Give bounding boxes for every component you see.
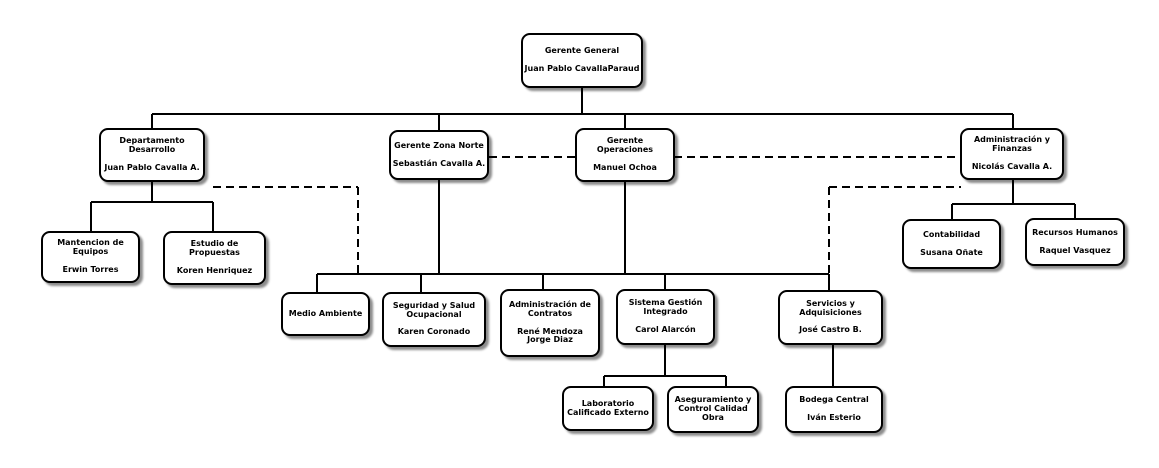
node-title: Seguridad y Salud Ocupacional [392,300,476,319]
node-title: Servicios y Adquisiciones [799,298,862,317]
node-person: Manuel Ochoa [593,162,657,172]
node-person: Juan Pablo CavallaParaud [524,64,640,73]
node-administracion-finanzas[interactable]: Administración y Finanzas Nicolás Cavall… [960,128,1064,180]
node-title: Recursos Humanos [1032,227,1118,237]
node-title: Aseguramiento y Control Calidad Obra [674,395,752,422]
node-title: Administración y Finanzas [973,135,1051,154]
node-title: Gerente Operaciones [596,136,654,155]
node-person: Nicolás Cavalla A. [971,161,1053,171]
node-title: Gerente Zona Norte [394,140,484,150]
node-aseguramiento[interactable]: Aseguramiento y Control Calidad Obra [667,386,759,433]
node-person: Carol Alarcón [635,324,696,334]
node-gerente-zona-norte[interactable]: Gerente Zona Norte Sebastián Cavalla A. [389,130,489,180]
node-person: Karen Coronado [397,327,471,337]
node-servicios-adquisiciones[interactable]: Servicios y Adquisiciones José Castro B. [778,290,883,345]
node-title: Medio Ambiente [288,308,363,318]
node-person: Juan Pablo Cavalla A. [104,162,200,172]
node-title: Contabilidad [922,229,981,239]
node-title: Estudio de Propuestas [189,239,240,258]
node-departamento-desarrollo[interactable]: Departamento Desarrollo Juan Pablo Caval… [99,128,205,182]
node-mantencion-equipos[interactable]: Mantencion de Equipos Erwin Torres [41,231,140,283]
node-sistema-gestion[interactable]: Sistema Gestión Integrado Carol Alarcón [616,289,715,345]
node-title: Mantencion de Equipos [57,238,124,257]
node-title: Bodega Central [799,395,869,405]
node-bodega-central[interactable]: Bodega Central Iván Esterio [785,386,883,433]
node-person: René Mendoza Jorge Diaz [517,326,583,345]
node-administracion-contratos[interactable]: Administración de Contratos René Mendoza… [500,289,600,357]
node-title: Gerente General [544,46,620,56]
node-title: Sistema Gestión Integrado [628,298,703,317]
node-laboratorio[interactable]: Laboratorio Calificado Externo [562,386,654,431]
node-estudio-propuestas[interactable]: Estudio de Propuestas Koren Henriquez [163,231,266,285]
node-person: José Castro B. [799,325,862,335]
node-person: Iván Esterio [807,413,861,422]
node-title: Administración de Contratos [509,299,591,318]
node-person: Sebastián Cavalla A. [392,158,486,168]
node-title: Departamento Desarrollo [119,136,185,155]
node-person: Susana Oñate [920,247,983,257]
node-person: Erwin Torres [62,264,119,274]
node-person: Raquel Vasquez [1039,245,1111,255]
node-recursos-humanos[interactable]: Recursos Humanos Raquel Vasquez [1025,218,1125,266]
node-contabilidad[interactable]: Contabilidad Susana Oñate [902,219,1001,269]
node-person: Koren Henriquez [176,265,253,275]
node-medio-ambiente[interactable]: Medio Ambiente [281,292,370,336]
node-gerente-operaciones[interactable]: Gerente Operaciones Manuel Ochoa [575,128,675,182]
node-title: Laboratorio Calificado Externo [567,398,649,417]
node-gerente-general[interactable]: Gerente General Juan Pablo CavallaParaud [521,33,643,88]
node-seguridad-salud[interactable]: Seguridad y Salud Ocupacional Karen Coro… [382,292,486,347]
